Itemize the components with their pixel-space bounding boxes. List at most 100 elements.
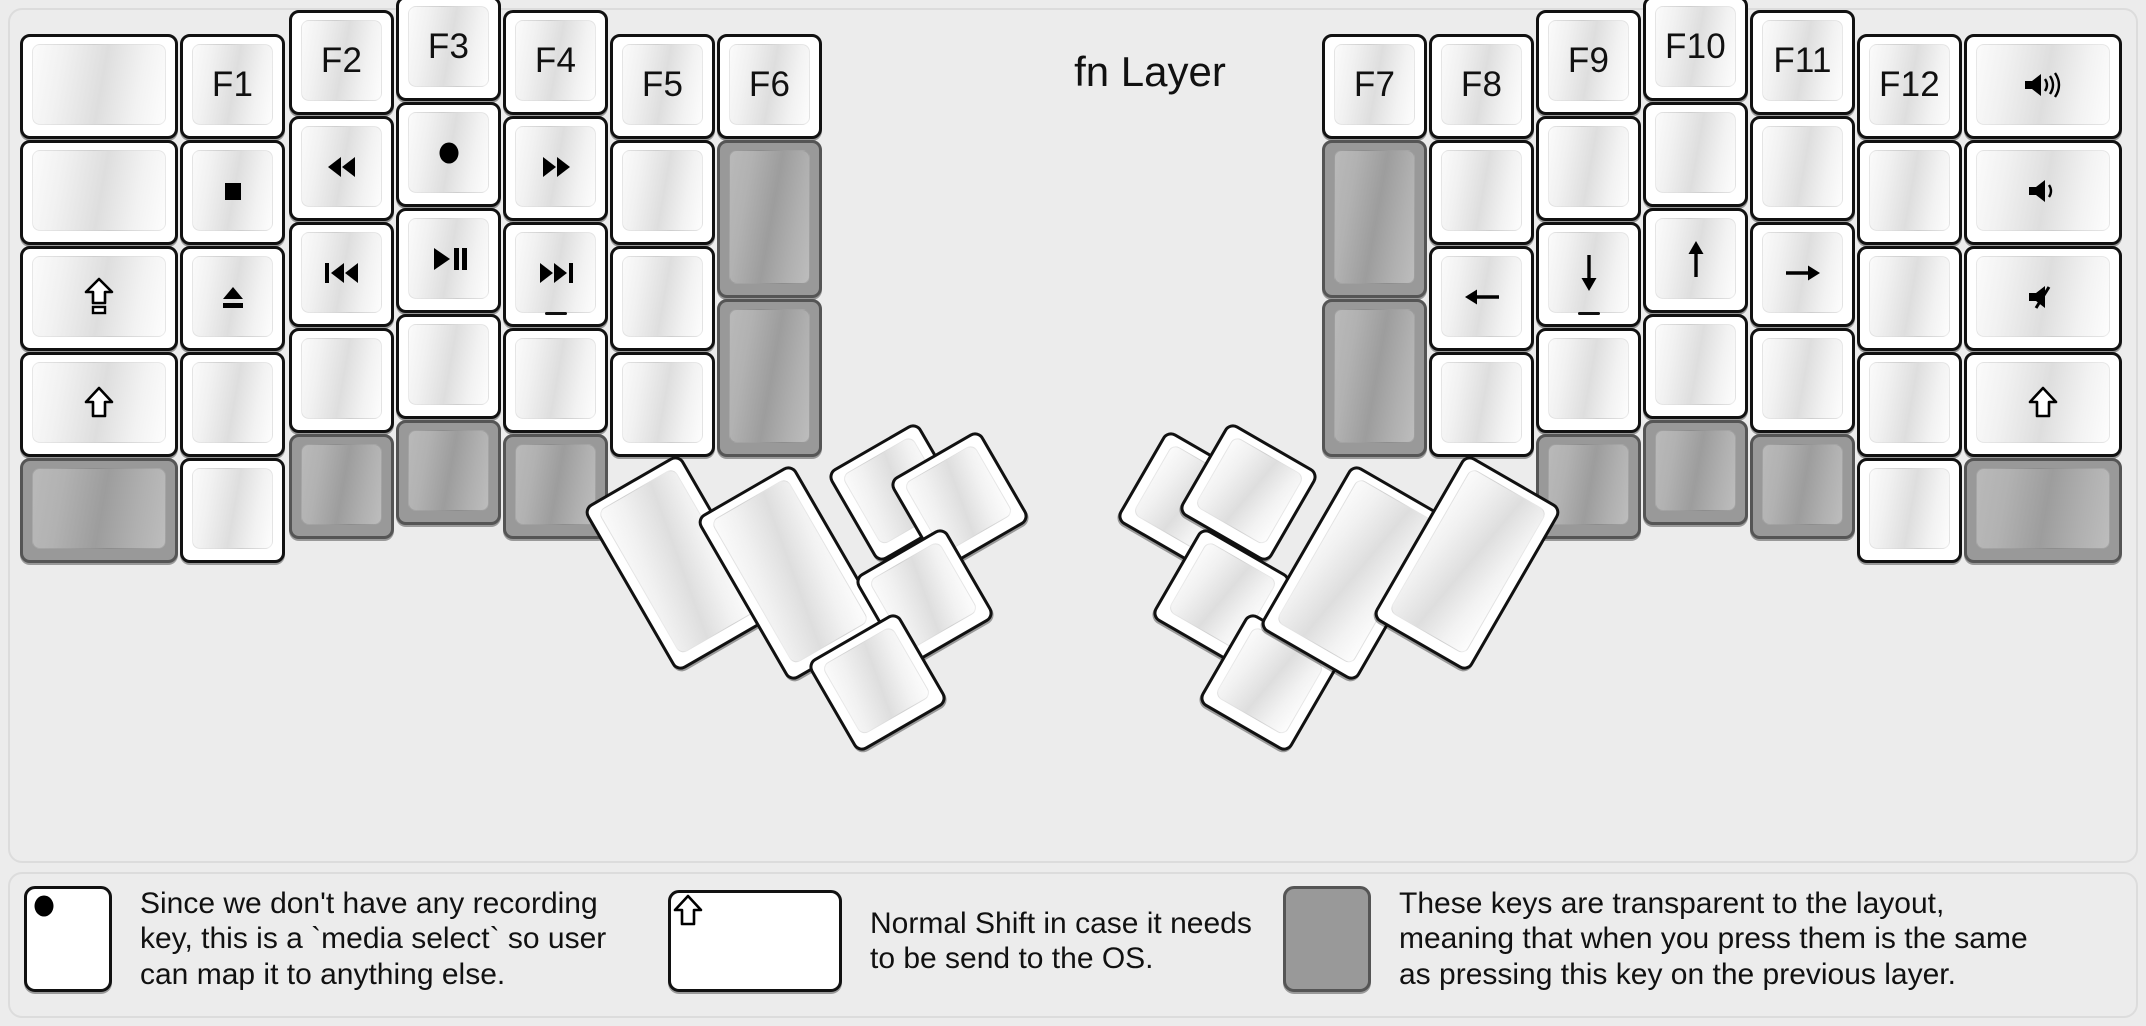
key-cap [1548,126,1629,207]
key-left-col-pinky-r1[interactable] [180,140,285,245]
key-right-col-middle-r4[interactable] [1643,420,1748,525]
key-cap [1869,150,1950,231]
key-label: F8 [1460,65,1503,104]
key-right-col-ring-r2[interactable] [1750,222,1855,327]
key-left-col-index-r4[interactable] [503,434,608,539]
key-right-col-ring-r1[interactable] [1750,116,1855,221]
key-right-col-index-r4[interactable] [1536,434,1641,539]
key-cap [729,309,810,443]
caps-lock-icon [82,276,116,318]
legend-key-sample-0[interactable] [24,886,112,992]
key-cap [1869,362,1950,443]
key-right-col-pinky-outer-r2[interactable] [1964,246,2122,351]
key-right-col-index-r3[interactable] [1536,328,1641,433]
key-cap [1762,338,1843,419]
key-label: F5 [641,65,684,104]
key-left-col-ring-r3[interactable] [289,328,394,433]
legend-key-sample-2[interactable] [1283,886,1371,992]
key-label: F10 [1665,27,1726,66]
key-left-col-index-r3[interactable] [503,328,608,433]
key-cap [301,232,382,313]
key-right-col-index-r1[interactable] [1536,116,1641,221]
key-left-col-ring-r1[interactable] [289,116,394,221]
key-left-col-pinky-r4[interactable] [180,458,285,563]
key-left-col-middle-r1[interactable] [396,102,501,207]
key-left-col-inner-r2[interactable] [610,246,715,351]
key-left-col-pinky-r2[interactable] [180,246,285,351]
key-left-col-innermost-r1[interactable] [717,140,822,298]
key-left-col-pinky-outer-r0[interactable] [20,34,178,139]
key-left-col-inner-r3[interactable] [610,352,715,457]
key-right-col-pinky-r0[interactable]: F12 [1857,34,1962,139]
legend-description-2: These keys are transparent to the layout… [1399,887,2028,991]
key-right-col-pinky-r2[interactable] [1857,246,1962,351]
key-cap [1762,232,1843,313]
key-cap [515,232,596,313]
media-fast-forward-icon [536,153,576,181]
key-right-col-middle-r2[interactable] [1643,208,1748,313]
key-right-col-pinky-r4[interactable] [1857,458,1962,563]
key-right-col-innermost-r2[interactable] [1322,299,1427,457]
key-left-col-middle-r2[interactable] [396,208,501,313]
key-right-col-innermost-r1[interactable] [1322,140,1427,298]
key-left-col-pinky-outer-r4[interactable] [20,458,178,563]
key-left-col-inner-r0[interactable]: F5 [610,34,715,139]
key-left-col-index-r2[interactable] [503,222,608,327]
key-cap: F11 [1762,20,1843,101]
key-right-col-pinky-outer-r4[interactable] [1964,458,2122,563]
key-left-col-ring-r2[interactable] [289,222,394,327]
media-rewind-icon [322,153,362,181]
key-left-col-inner-r1[interactable] [610,140,715,245]
media-record-icon [432,136,466,170]
key-right-col-pinky-r1[interactable] [1857,140,1962,245]
key-right-col-middle-r3[interactable] [1643,314,1748,419]
key-cap [1548,232,1629,313]
key-right-col-innermost-r0[interactable]: F7 [1322,34,1427,139]
legend-key-sample-1[interactable] [668,890,842,992]
key-left-col-middle-r0[interactable]: F3 [396,0,501,101]
key-cap [515,126,596,207]
key-left-col-innermost-r0[interactable]: F6 [717,34,822,139]
key-left-col-pinky-r0[interactable]: F1 [180,34,285,139]
key-right-col-inner-r0[interactable]: F8 [1429,34,1534,139]
key-right-col-pinky-r3[interactable] [1857,352,1962,457]
key-cap: F1 [192,44,273,125]
key-right-col-ring-r4[interactable] [1750,434,1855,539]
key-cap [32,256,166,337]
key-left-col-pinky-outer-r3[interactable] [20,352,178,457]
key-left-col-ring-r4[interactable] [289,434,394,539]
shift-icon [671,893,839,929]
key-right-col-inner-r3[interactable] [1429,352,1534,457]
key-right-col-ring-r3[interactable] [1750,328,1855,433]
key-left-col-innermost-r2[interactable] [717,299,822,457]
key-right-col-pinky-outer-r3[interactable] [1964,352,2122,457]
key-right-col-middle-r1[interactable] [1643,102,1748,207]
key-left-col-pinky-r3[interactable] [180,352,285,457]
key-right-col-inner-r2[interactable] [1429,246,1534,351]
legend-panel [8,872,2138,1018]
key-cap [671,893,839,929]
key-cap [1869,256,1950,337]
key-left-col-index-r0[interactable]: F4 [503,10,608,115]
media-play-pause-icon [428,245,470,273]
key-right-col-index-r0[interactable]: F9 [1536,10,1641,115]
key-left-col-index-r1[interactable] [503,116,608,221]
key-left-col-middle-r3[interactable] [396,314,501,419]
key-cap [408,324,489,405]
key-right-col-pinky-outer-r1[interactable] [1964,140,2122,245]
key-right-col-ring-r0[interactable]: F11 [1750,10,1855,115]
key-cap [1548,444,1629,525]
key-left-col-pinky-outer-r2[interactable] [20,246,178,351]
key-left-col-middle-r4[interactable] [396,420,501,525]
key-right-col-index-r2[interactable] [1536,222,1641,327]
key-right-col-pinky-outer-r0[interactable] [1964,34,2122,139]
key-left-col-pinky-outer-r1[interactable] [20,140,178,245]
key-cap [1762,126,1843,207]
key-cap: F10 [1655,6,1736,87]
legend-description-1: Normal Shift in case it needs to be send… [870,906,1252,975]
key-right-col-inner-r1[interactable] [1429,140,1534,245]
key-right-col-middle-r0[interactable]: F10 [1643,0,1748,101]
key-label: F6 [748,65,791,104]
key-left-col-ring-r0[interactable]: F2 [289,10,394,115]
